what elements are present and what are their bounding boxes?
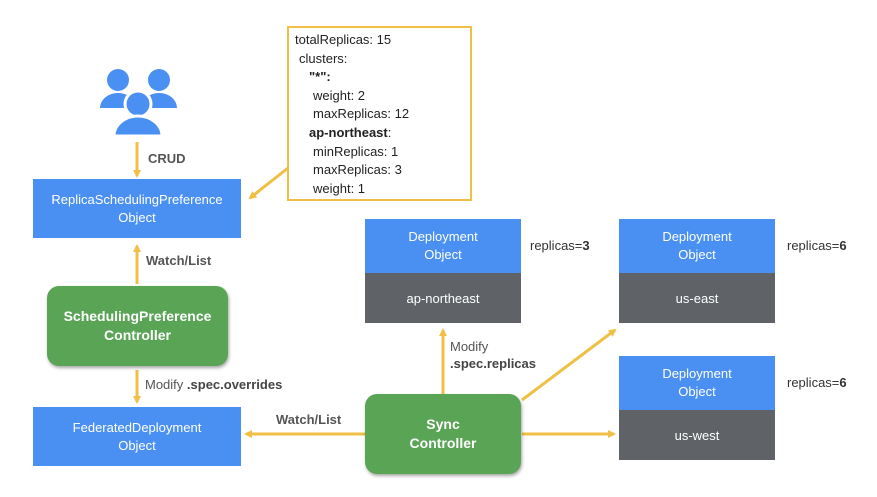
- deployment-title-line1: Deployment: [662, 229, 732, 244]
- yaml-ap-northeast-line: ap-northeast:: [295, 124, 464, 143]
- yaml-weight-1: weight: 1: [313, 180, 366, 196]
- yaml-max-replicas-3: maxReplicas: 3: [313, 162, 402, 178]
- replicas-label-ap-northeast: replicas=3: [530, 238, 590, 253]
- yaml-clusters: clusters:: [299, 50, 348, 66]
- modify-overrides-code: .spec.overrides: [186, 377, 283, 392]
- replicas-prefix: replicas=: [787, 375, 840, 390]
- deployment-object-header: Deployment Object: [619, 356, 775, 410]
- yaml-to-rsp-arrow: [248, 166, 289, 200]
- replicas-label-us-east: replicas=6: [787, 238, 847, 253]
- federated-deployment-line2: Object: [118, 437, 156, 453]
- yaml-ap-northeast: ap-northeast: [309, 124, 388, 140]
- watch-list-label-bottom: Watch/List: [276, 412, 342, 427]
- federated-deployment-line1: FederatedDeployment: [72, 419, 202, 435]
- deployment-title-line2: Object: [678, 384, 716, 399]
- deployment-ap-northeast: Deployment Object ap-northeast: [365, 219, 521, 323]
- yaml-min-replicas-1: minReplicas: 1: [313, 143, 399, 159]
- deployment-us-west: Deployment Object us-west: [619, 356, 775, 460]
- deployment-title-line2: Object: [424, 247, 462, 262]
- sync-to-us-east-arrow: [521, 328, 617, 402]
- scheduling-preference-controller: SchedulingPreference Controller: [47, 286, 228, 366]
- replicas-value: 6: [839, 375, 847, 390]
- replicas-value: 3: [582, 238, 590, 253]
- deployment-object-header: Deployment Object: [365, 219, 521, 273]
- rsp-object-line1: ReplicaSchedulingPreference: [51, 191, 223, 207]
- sync-controller: Sync Controller: [365, 394, 521, 474]
- deployment-title-line1: Deployment: [408, 229, 478, 244]
- yaml-total-replicas: totalReplicas: 15: [295, 32, 392, 47]
- yaml-max-replicas-12: maxReplicas: 12: [313, 106, 410, 122]
- watch-list-label-left: Watch/List: [146, 253, 212, 268]
- users-group-icon: [100, 69, 177, 138]
- crud-label: CRUD: [148, 151, 186, 166]
- sp-controller-line2: Controller: [104, 327, 171, 343]
- sp-controller-line1: SchedulingPreference: [63, 308, 212, 324]
- replicas-label-us-west: replicas=6: [787, 375, 847, 390]
- rsp-object-line2: Object: [118, 209, 156, 225]
- deployment-title-line2: Object: [678, 247, 716, 262]
- sync-controller-line2: Controller: [409, 435, 477, 451]
- modify-replicas-code: .spec.replicas: [450, 356, 536, 371]
- deployment-us-east: Deployment Object us-east: [619, 219, 775, 323]
- cluster-name: us-west: [619, 410, 775, 460]
- replicas-prefix: replicas=: [530, 238, 583, 253]
- modify-replicas-line1: Modify: [450, 339, 489, 354]
- cluster-name: us-east: [619, 273, 775, 323]
- deployment-title-line1: Deployment: [662, 366, 732, 381]
- modify-overrides-label: Modify .spec.overrides: [145, 377, 282, 392]
- deployment-object-header: Deployment Object: [619, 219, 775, 273]
- cluster-name: ap-northeast: [365, 273, 521, 323]
- sync-controller-line1: Sync: [426, 416, 460, 432]
- yaml-weight-2: weight: 2: [313, 87, 366, 103]
- rsp-spec-yaml: totalReplicas: 15 clusters: "*": weight:…: [287, 26, 472, 201]
- federated-deployment-box: FederatedDeployment Object: [33, 407, 241, 466]
- rsp-object-box: ReplicaSchedulingPreference Object: [33, 179, 241, 238]
- replicas-value: 6: [839, 238, 847, 253]
- yaml-wildcard: "*":: [309, 69, 331, 85]
- modify-replicas-label: Modify .spec.replicas: [450, 338, 536, 372]
- replicas-prefix: replicas=: [787, 238, 840, 253]
- modify-overrides-prefix: Modify: [145, 377, 187, 392]
- yaml-colon: :: [387, 124, 392, 140]
